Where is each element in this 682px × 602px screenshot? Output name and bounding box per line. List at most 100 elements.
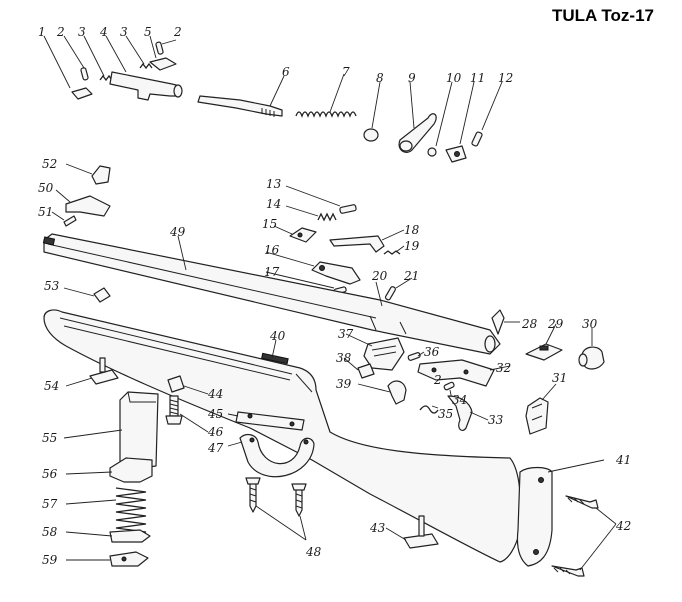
- label-41: 41: [615, 453, 631, 467]
- label-15: 15: [262, 217, 277, 231]
- label-21: 21: [403, 269, 419, 283]
- part-14-spring: [285, 205, 337, 222]
- label-3: 3: [78, 25, 86, 39]
- part-47-trigger-guard: [227, 433, 315, 478]
- part-31-clip: [525, 383, 557, 435]
- part-33-trigger: [447, 395, 489, 432]
- part-43-sling-swivel: [385, 515, 439, 549]
- part-35-spring: [419, 405, 439, 414]
- part-19-spring: [383, 245, 405, 255]
- label-16: 16: [264, 243, 280, 257]
- part-36-pin: [407, 351, 425, 361]
- part-11-nut: [445, 81, 475, 163]
- label-2b: 2: [173, 25, 182, 39]
- label-17: 17: [264, 265, 280, 279]
- part-9-bolt-handle: [398, 81, 437, 153]
- label-58: 58: [42, 525, 58, 539]
- part-44-nut: [167, 375, 209, 395]
- label-3b: 3: [120, 25, 128, 39]
- label-9: 9: [408, 71, 416, 85]
- part-29-plate: [525, 323, 563, 361]
- label-44: 44: [207, 387, 223, 401]
- label-35: 35: [438, 407, 453, 421]
- part-20-pin: [375, 281, 383, 307]
- label-50: 50: [38, 181, 54, 195]
- part-39-trigger: [357, 380, 407, 405]
- part-16-safety-lever: [265, 251, 361, 285]
- part-12-screw: [471, 81, 503, 147]
- label-59: 59: [42, 553, 58, 567]
- part-56-follower: [65, 457, 153, 483]
- label-55: 55: [42, 431, 57, 445]
- part-6-firing-pin: [197, 75, 285, 117]
- part-4-bolt-body: [105, 35, 183, 101]
- label-54: 54: [44, 379, 59, 393]
- part-3-spring: [83, 35, 116, 82]
- part-37-trigger-guard-block: [345, 333, 405, 371]
- label-18: 18: [404, 223, 420, 237]
- label-45: 45: [207, 407, 223, 421]
- part-55-magazine: [63, 391, 159, 471]
- part-38-screw: [343, 357, 375, 379]
- part-3b-spring: [125, 35, 153, 70]
- part-51-screw: [51, 211, 77, 227]
- part-2b-pin: [155, 39, 177, 55]
- label-52: 52: [42, 157, 57, 171]
- part-42-buttplate-screws: [551, 495, 617, 577]
- part-30-buttcap: [578, 328, 605, 370]
- part-45-plate: [227, 411, 305, 431]
- label-28: 28: [521, 317, 538, 331]
- label-43: 43: [369, 521, 386, 535]
- part-18-trigger-bar: [329, 229, 405, 253]
- part-2-pin: [63, 35, 89, 81]
- label-10: 10: [446, 71, 462, 85]
- part-46-screw: [165, 395, 209, 433]
- part-57-magazine-spring: [65, 487, 147, 537]
- label-11: 11: [470, 71, 485, 85]
- part-52-front-sight: [65, 163, 111, 185]
- label-32: 32: [496, 361, 511, 375]
- label-29: 29: [547, 317, 564, 331]
- label-42: 42: [615, 519, 631, 533]
- part-54-sling-swivel: [65, 357, 119, 387]
- label-2c: 2: [433, 373, 442, 387]
- label-33: 33: [488, 413, 504, 427]
- diagram-title: TULA Toz-17: [552, 6, 654, 25]
- label-20: 20: [371, 269, 388, 283]
- part-48-screws: [245, 477, 307, 541]
- label-53: 53: [44, 279, 60, 293]
- part-53-rear-sight: [63, 287, 111, 303]
- label-51: 51: [38, 205, 53, 219]
- label-47: 47: [207, 441, 224, 455]
- label-36: 36: [424, 345, 440, 359]
- label-56: 56: [42, 467, 58, 481]
- label-40: 40: [269, 329, 286, 343]
- part-8-bushing: [363, 81, 381, 142]
- label-34: 34: [452, 393, 467, 407]
- label-13: 13: [266, 177, 282, 191]
- label-38: 38: [336, 351, 352, 365]
- label-19: 19: [404, 239, 420, 253]
- part-13-pin: [285, 185, 357, 214]
- label-57: 57: [42, 497, 58, 511]
- label-4: 4: [99, 25, 108, 39]
- part-5-firing-pin-plate: [149, 35, 177, 71]
- label-31: 31: [552, 371, 567, 385]
- label-30: 30: [582, 317, 598, 331]
- label-5: 5: [144, 25, 152, 39]
- part-49-barrel-receiver: [42, 233, 501, 355]
- label-2: 2: [56, 25, 65, 39]
- label-1: 1: [38, 25, 46, 39]
- label-39: 39: [336, 377, 352, 391]
- label-37: 37: [338, 327, 354, 341]
- part-10-washer: [427, 81, 453, 157]
- part-58-floorplate: [65, 529, 151, 543]
- label-46: 46: [207, 425, 224, 439]
- part-7-mainspring: [295, 73, 357, 118]
- label-48: 48: [305, 545, 322, 559]
- label-49: 49: [169, 225, 186, 239]
- label-14: 14: [266, 197, 281, 211]
- label-7: 7: [342, 65, 350, 79]
- label-6: 6: [282, 65, 290, 79]
